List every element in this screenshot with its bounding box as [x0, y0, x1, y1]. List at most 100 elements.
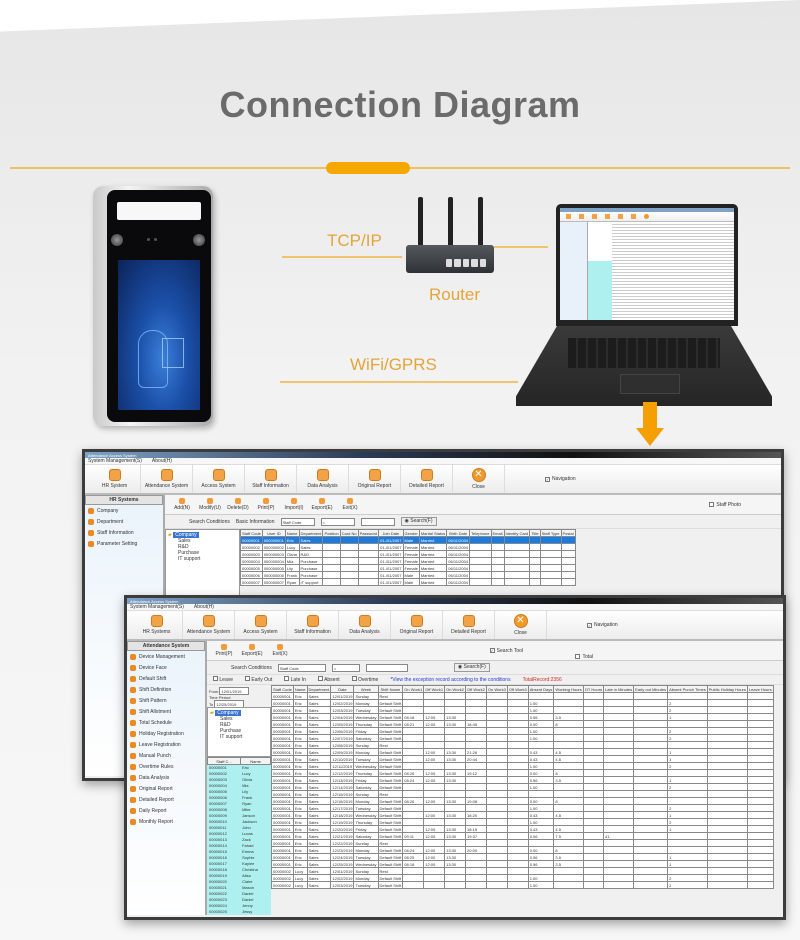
column-header[interactable]: Off Work2 — [465, 685, 487, 693]
original-report-button[interactable]: Original Report — [349, 465, 401, 493]
close-button[interactable]: ✕Close — [495, 611, 547, 639]
column-header[interactable]: Name — [284, 529, 300, 537]
staff-information-button[interactable]: Staff Information — [245, 465, 297, 493]
access-system-button[interactable]: Access System — [193, 465, 245, 493]
sidebar-item-data-analysis[interactable]: Data Analysis — [127, 772, 205, 783]
filter-leave[interactable]: Leave — [213, 676, 233, 683]
sidebar-item-monthly-report[interactable]: Monthly Report — [127, 816, 205, 827]
search-value-input[interactable] — [365, 663, 408, 672]
column-header[interactable]: On Work1 — [402, 685, 425, 693]
column-header[interactable]: Staff Type — [539, 529, 562, 537]
sidebar-item-original-report[interactable]: Original Report — [127, 783, 205, 794]
sidebar-item-department[interactable]: Department — [85, 516, 163, 527]
column-header[interactable]: User ID — [261, 529, 286, 537]
print-button[interactable]: Print(P) — [211, 644, 237, 657]
close-button[interactable]: ✕Close — [453, 465, 505, 493]
staff-list-item[interactable]: 00000026Max — [207, 914, 271, 915]
sidebar-item-shift-definition[interactable]: Shift Definition — [127, 684, 205, 695]
detailed-report-button[interactable]: Detailed Report — [401, 465, 453, 493]
sidebar-item-shift-pattern[interactable]: Shift Pattern — [127, 695, 205, 706]
navigation-checkbox[interactable]: ✓Navigation — [587, 622, 618, 628]
filter-late-in[interactable]: Late In — [284, 676, 306, 683]
export-button[interactable]: Export(E) — [239, 644, 265, 657]
column-header[interactable]: Department — [306, 685, 332, 693]
modify-button[interactable]: Modify(U) — [197, 498, 223, 511]
exit-button[interactable]: Exit(X) — [337, 498, 363, 511]
tree-node-sales[interactable]: Sales — [220, 716, 233, 722]
column-header[interactable]: Off Work1 — [423, 685, 446, 693]
column-header[interactable]: Absent Punch Times — [667, 685, 708, 693]
data-analysis-button[interactable]: Data Analysis — [297, 465, 349, 493]
column-header[interactable]: Birth Date — [446, 529, 471, 537]
tree-node-purchase[interactable]: Purchase — [220, 728, 242, 734]
column-header[interactable]: Name — [292, 685, 308, 693]
hr-system-button[interactable]: HR System — [89, 465, 141, 493]
staff-photo-checkbox[interactable]: Staff Photo — [709, 502, 741, 508]
access-system-button[interactable]: Access System — [235, 611, 287, 639]
import-button[interactable]: Import(I) — [281, 498, 307, 511]
add-button[interactable]: Add(N) — [169, 498, 195, 511]
sidebar-item-total-schedule[interactable]: Total Schedule — [127, 717, 205, 728]
search-value-input[interactable] — [360, 517, 395, 526]
search-button[interactable]: ◉ Search(F) — [453, 663, 490, 672]
column-header[interactable]: Absent Days — [527, 685, 555, 693]
sidebar-item-staff-information[interactable]: Staff Information — [85, 527, 163, 538]
sidebar-item-shift-allotment[interactable]: Shift Allotment — [127, 706, 205, 717]
column-header[interactable]: Off Work3 — [506, 685, 529, 693]
tree-node-purchase[interactable]: Purchase — [178, 550, 200, 556]
menu-about[interactable]: About(H) — [151, 458, 172, 464]
column-header[interactable]: Staff Code — [271, 685, 294, 693]
sidebar-item-manual-punch[interactable]: Manual Punch — [127, 750, 205, 761]
detailed-report-button[interactable]: Detailed Report — [443, 611, 495, 639]
filter-early-out[interactable]: Early Out — [245, 676, 272, 683]
sidebar-item-parameter-setting[interactable]: Parameter Setting — [85, 538, 163, 549]
column-header[interactable]: Postal — [560, 529, 576, 537]
column-header[interactable]: Department — [298, 529, 324, 537]
tree-node-it-support[interactable]: IT support — [220, 734, 243, 740]
column-header[interactable]: Shift Name — [377, 685, 404, 693]
column-header[interactable]: Identity Card — [503, 529, 531, 537]
column-header[interactable]: Telephone — [469, 529, 492, 537]
menu-about[interactable]: About(H) — [193, 604, 214, 610]
tree-node-sales[interactable]: Sales — [178, 538, 191, 544]
column-header[interactable]: Early out Minutes — [633, 685, 669, 693]
hr-system-button[interactable]: HR Systems — [131, 611, 183, 639]
column-header[interactable]: Late in Minutes — [603, 685, 635, 693]
column-header[interactable]: Email — [490, 529, 505, 537]
staff-information-button[interactable]: Staff Information — [287, 611, 339, 639]
tree-root[interactable]: ▰ Company — [210, 710, 268, 716]
export-button[interactable]: Export(E) — [309, 498, 335, 511]
column-header[interactable]: On Work2 — [444, 685, 467, 693]
column-header[interactable]: Title — [529, 529, 541, 537]
sidebar-item-company[interactable]: Company — [85, 505, 163, 516]
search-button[interactable]: ◉ Search(F) — [400, 517, 437, 526]
attendance-system-button[interactable]: Attendance System — [183, 611, 235, 639]
filter-absent[interactable]: Absent — [317, 676, 340, 683]
